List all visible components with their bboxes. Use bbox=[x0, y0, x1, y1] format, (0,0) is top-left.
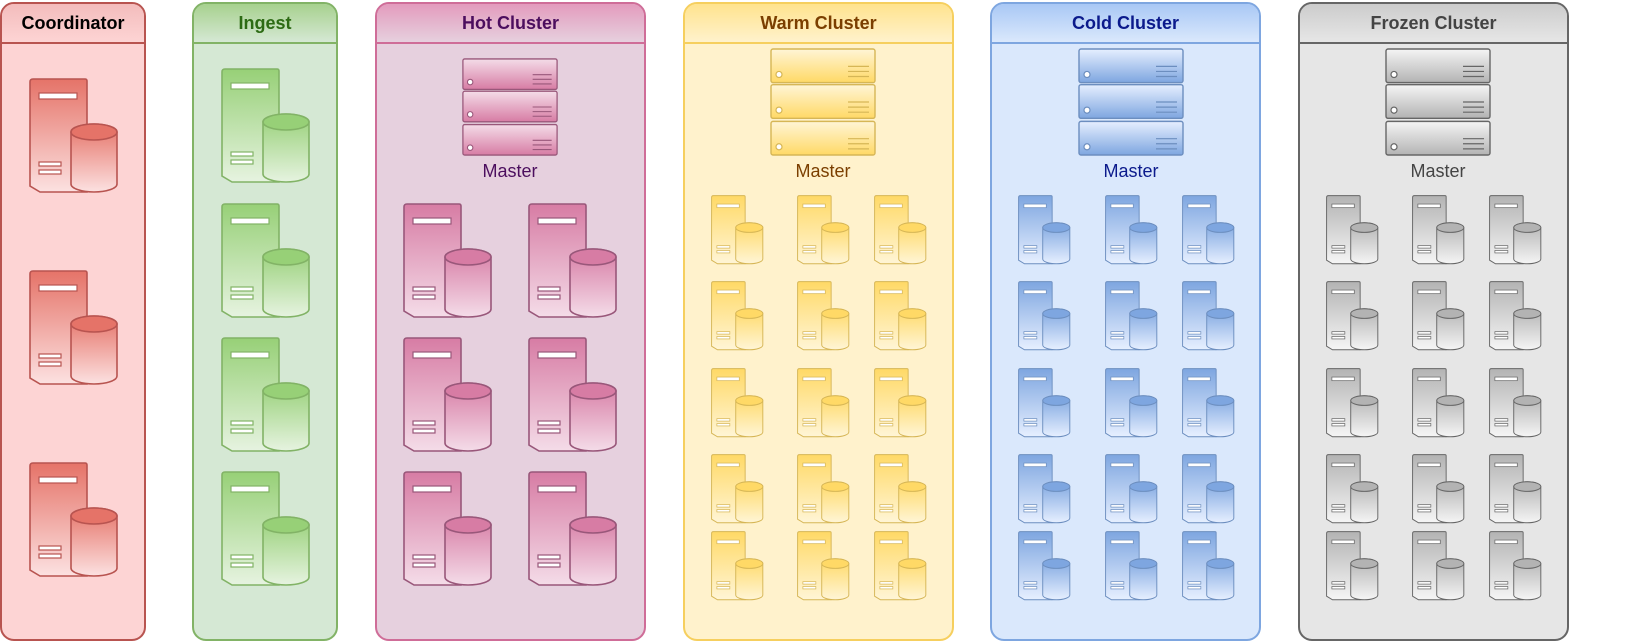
panel-title-text: Warm Cluster bbox=[760, 12, 877, 33]
panel-title-text: Cold Cluster bbox=[1071, 12, 1179, 33]
master-label: Master bbox=[1103, 161, 1159, 181]
server-database-icon bbox=[797, 281, 850, 351]
server-database-icon bbox=[1105, 368, 1158, 438]
server-database-icon bbox=[797, 531, 850, 601]
server-database-icon bbox=[1489, 195, 1542, 265]
server-database-icon bbox=[403, 337, 492, 452]
server-database-icon bbox=[1018, 368, 1071, 438]
server-database-icon bbox=[29, 462, 118, 577]
server-database-icon bbox=[403, 471, 492, 586]
panel-title: Cold Cluster bbox=[992, 4, 1259, 44]
server-database-icon bbox=[1489, 281, 1542, 351]
server-database-icon bbox=[1182, 531, 1235, 601]
panel-title: Hot Cluster bbox=[377, 4, 644, 44]
server-database-icon bbox=[1182, 454, 1235, 524]
server-database-icon bbox=[528, 337, 617, 452]
server-database-icon bbox=[874, 531, 927, 601]
panel-title: Frozen Cluster bbox=[1300, 4, 1567, 44]
server-database-icon bbox=[1412, 531, 1465, 601]
panel-title: Ingest bbox=[194, 4, 336, 44]
server-database-icon bbox=[528, 203, 617, 318]
server-database-icon bbox=[1489, 531, 1542, 601]
panel-title-text: Frozen Cluster bbox=[1370, 12, 1497, 33]
server-database-icon bbox=[1105, 531, 1158, 601]
server-database-icon bbox=[1018, 195, 1071, 265]
server-database-icon bbox=[1489, 368, 1542, 438]
server-database-icon bbox=[528, 471, 617, 586]
panel-title: Coordinator bbox=[2, 4, 144, 44]
server-rack-icon bbox=[1385, 48, 1491, 156]
panel-title-text: Ingest bbox=[238, 12, 292, 33]
server-database-icon bbox=[1018, 281, 1071, 351]
panel-title-text: Coordinator bbox=[21, 12, 125, 33]
server-database-icon bbox=[221, 337, 310, 452]
master-label: Master bbox=[1410, 161, 1466, 181]
server-database-icon bbox=[1326, 368, 1379, 438]
server-database-icon bbox=[1412, 454, 1465, 524]
server-database-icon bbox=[221, 203, 310, 318]
panel-title: Warm Cluster bbox=[685, 4, 952, 44]
server-database-icon bbox=[403, 203, 492, 318]
server-database-icon bbox=[711, 195, 764, 265]
server-database-icon bbox=[29, 78, 118, 193]
master-label: Master bbox=[795, 161, 851, 181]
server-database-icon bbox=[711, 281, 764, 351]
server-database-icon bbox=[711, 368, 764, 438]
server-database-icon bbox=[221, 471, 310, 586]
server-database-icon bbox=[221, 68, 310, 183]
server-database-icon bbox=[797, 454, 850, 524]
server-rack-icon bbox=[770, 48, 876, 156]
server-database-icon bbox=[1182, 368, 1235, 438]
server-database-icon bbox=[797, 195, 850, 265]
server-database-icon bbox=[1326, 531, 1379, 601]
server-database-icon bbox=[1412, 281, 1465, 351]
server-database-icon bbox=[1018, 531, 1071, 601]
server-database-icon bbox=[1326, 454, 1379, 524]
server-rack-icon bbox=[1078, 48, 1184, 156]
server-database-icon bbox=[1105, 195, 1158, 265]
server-rack-icon bbox=[462, 58, 558, 156]
server-database-icon bbox=[1326, 281, 1379, 351]
master-label: Master bbox=[482, 161, 538, 181]
server-database-icon bbox=[874, 368, 927, 438]
server-database-icon bbox=[1412, 195, 1465, 265]
server-database-icon bbox=[29, 270, 118, 385]
server-database-icon bbox=[1182, 195, 1235, 265]
server-database-icon bbox=[1182, 281, 1235, 351]
server-database-icon bbox=[874, 454, 927, 524]
server-database-icon bbox=[1018, 454, 1071, 524]
server-database-icon bbox=[874, 195, 927, 265]
server-database-icon bbox=[711, 531, 764, 601]
server-database-icon bbox=[797, 368, 850, 438]
server-database-icon bbox=[1105, 454, 1158, 524]
server-database-icon bbox=[1412, 368, 1465, 438]
server-database-icon bbox=[1326, 195, 1379, 265]
server-database-icon bbox=[874, 281, 927, 351]
server-database-icon bbox=[1489, 454, 1542, 524]
server-database-icon bbox=[1105, 281, 1158, 351]
panel-title-text: Hot Cluster bbox=[461, 12, 559, 33]
server-database-icon bbox=[711, 454, 764, 524]
